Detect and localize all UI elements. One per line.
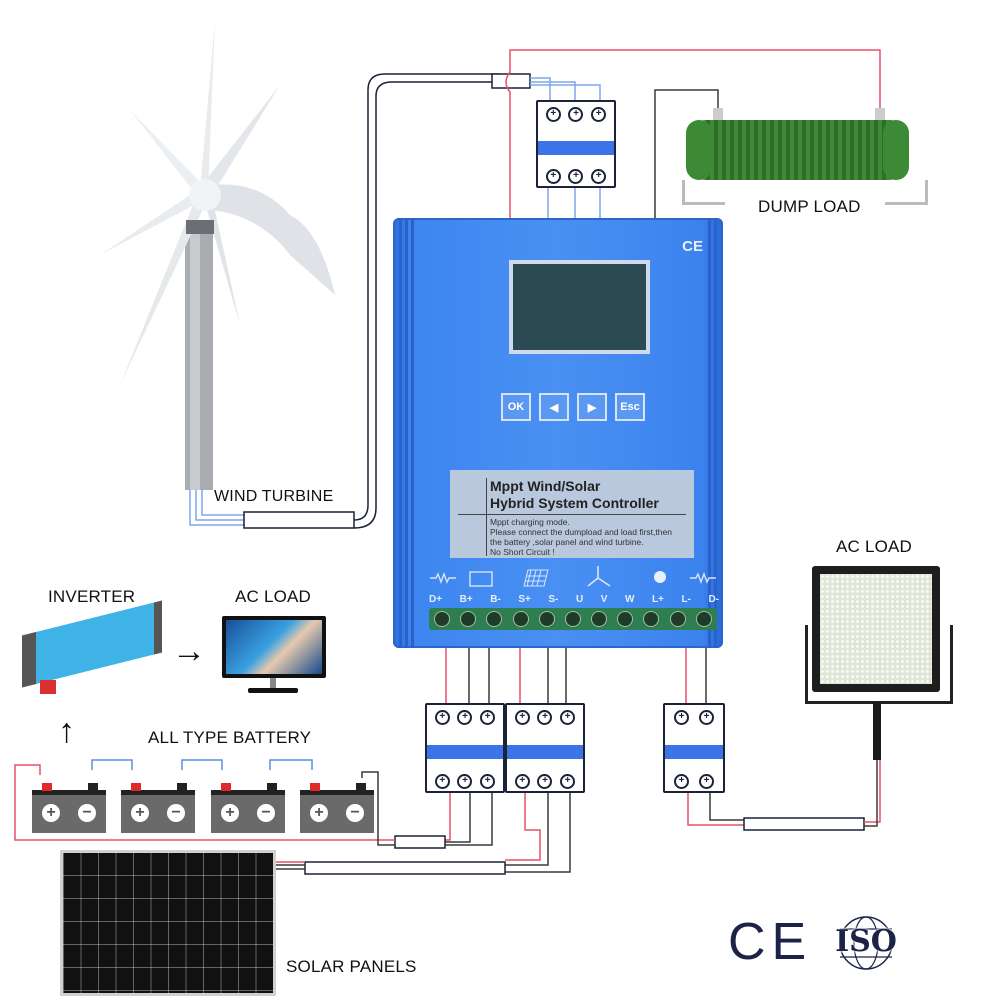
terminal-screw[interactable] [512, 611, 529, 627]
globe-icon [839, 916, 893, 970]
iso-certification: ISO [828, 915, 904, 971]
screw-icon: + [568, 168, 584, 184]
resistor-terminal [713, 108, 723, 120]
terminal-screw[interactable] [695, 611, 712, 627]
terminal-screw[interactable] [538, 611, 555, 627]
ce-certification: CE [728, 913, 813, 971]
resistor-icon [690, 572, 716, 584]
inverter-label: INVERTER [48, 587, 136, 606]
led-pole [873, 702, 881, 760]
resistor-icon [430, 572, 456, 584]
terminal-screw[interactable] [434, 611, 451, 627]
screw-icon: + [545, 106, 561, 122]
terminal-screw[interactable] [460, 611, 477, 627]
solar-panel-icon [523, 569, 549, 587]
lamp-icon [654, 571, 666, 583]
battery-breaker[interactable]: +++ +++ [425, 703, 505, 793]
breaker-switch[interactable] [507, 744, 583, 759]
resistor-terminal [875, 108, 885, 120]
solar-breaker[interactable]: +++ +++ [505, 703, 585, 793]
screw-icon: + [568, 106, 584, 122]
ac-load-right-label: AC LOAD [836, 537, 913, 556]
inverter-red-terminal [40, 680, 56, 694]
monitor [222, 616, 326, 678]
led-flood-light [812, 566, 940, 692]
resistor-bracket [885, 180, 928, 205]
screw-icon: + [591, 168, 607, 184]
terminal-screw[interactable] [617, 611, 634, 627]
terminal-screw[interactable] [669, 611, 686, 627]
battery-label: ALL TYPE BATTERY [148, 728, 312, 747]
screw-icon: + [591, 106, 607, 122]
monitor-stand [270, 678, 276, 688]
battery-icon [469, 571, 493, 587]
terminal-labels: D+ B+ B- S+ S- U V W L+ L- D- [429, 594, 719, 605]
panel-title: Mppt Wind/Solar Hybrid System Controller [490, 478, 659, 511]
breaker-switch[interactable] [665, 744, 723, 759]
ok-button[interactable]: OK [501, 393, 531, 421]
ce-mark-small: CE [682, 238, 703, 255]
left-button[interactable]: ◀ [539, 393, 569, 421]
panel-note: Mppt charging mode. Please connect the d… [490, 517, 672, 557]
load-breaker[interactable]: ++ ++ [663, 703, 725, 793]
terminal-block [429, 608, 717, 630]
arrow-up-icon: ↑ [58, 712, 75, 750]
battery-2: +− [121, 783, 195, 833]
wind-breaker[interactable]: + + + + + + [536, 100, 616, 188]
terminal-screw[interactable] [591, 611, 608, 627]
terminal-group-icons [430, 566, 716, 587]
screw-icon: + [545, 168, 561, 184]
esc-button[interactable]: Esc [615, 393, 645, 421]
terminal-screw[interactable] [486, 611, 503, 627]
battery-1: +− [32, 783, 106, 833]
info-panel: Mppt Wind/Solar Hybrid System Controller… [450, 470, 694, 558]
solar-panel [60, 850, 276, 996]
right-button[interactable]: ▶ [577, 393, 607, 421]
dump-load-resistor [686, 120, 909, 180]
terminal-screw[interactable] [564, 611, 581, 627]
led-stand [805, 625, 953, 704]
battery-4: +− [300, 783, 374, 833]
breaker-switch[interactable] [538, 140, 614, 155]
resistor-bracket [682, 180, 725, 205]
lcd-display [509, 260, 650, 354]
wind-turbine-icon [100, 20, 335, 490]
dump-load-label: DUMP LOAD [758, 197, 861, 216]
wind-turbine [90, 15, 340, 495]
solar-panels-label: SOLAR PANELS [286, 957, 417, 976]
wind-turbine-icon [587, 566, 611, 587]
terminal-screw[interactable] [643, 611, 660, 627]
monitor-base [248, 688, 298, 693]
wind-turbine-label: WIND TURBINE [214, 488, 334, 505]
arrow-right-icon: → [172, 632, 206, 670]
hybrid-controller: CE OK ◀ ▶ Esc Mppt Wind/Solar Hybrid Sys… [393, 218, 723, 648]
ac-load-left-label: AC LOAD [235, 587, 312, 606]
battery-3: +− [211, 783, 285, 833]
breaker-switch[interactable] [427, 744, 503, 759]
